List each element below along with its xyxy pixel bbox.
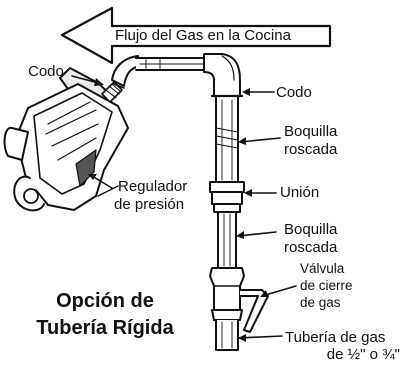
- valve-label-1: Válvula: [300, 261, 345, 276]
- union-label: Unión: [280, 184, 320, 201]
- gas-flow-arrow: [60, 6, 332, 65]
- upper-nipple-label-1: Boquilla: [284, 123, 338, 140]
- regulator-label-1: Regulador: [118, 178, 188, 195]
- gas-pipe-label-1: Tubería de gas: [285, 329, 386, 346]
- caption-line-1: Opción de: [56, 290, 154, 312]
- gas-supply-pipe: [215, 319, 239, 351]
- valve-label-3: de gas: [300, 295, 341, 310]
- caption-line-2: Tubería Rígida: [36, 317, 174, 339]
- valve-label-2: de cierre: [300, 278, 353, 293]
- pipe-union: [209, 181, 245, 213]
- regulator-label-2: de presión: [114, 196, 185, 213]
- lower-nipple-label-2: roscada: [284, 239, 338, 256]
- upper-nipple-label-2: roscada: [284, 141, 338, 158]
- leader-arrowheads: [88, 78, 268, 342]
- upper-nipple: [215, 95, 239, 183]
- right-elbow-label: Codo: [276, 84, 312, 101]
- shutoff-valve: [209, 267, 269, 333]
- right-elbow: [203, 53, 244, 98]
- lower-nipple-label-1: Boquilla: [284, 221, 338, 238]
- pressure-regulator: [3, 67, 129, 212]
- lower-nipple: [217, 211, 237, 269]
- horizontal-pipe: [135, 57, 209, 71]
- left-elbow-label: Codo: [28, 63, 64, 80]
- left-elbow: [111, 55, 141, 89]
- gas-flow-label: Flujo del Gas en la Cocina: [115, 27, 291, 44]
- gas-pipe-label-2: de ½" o ¾": [326, 346, 400, 363]
